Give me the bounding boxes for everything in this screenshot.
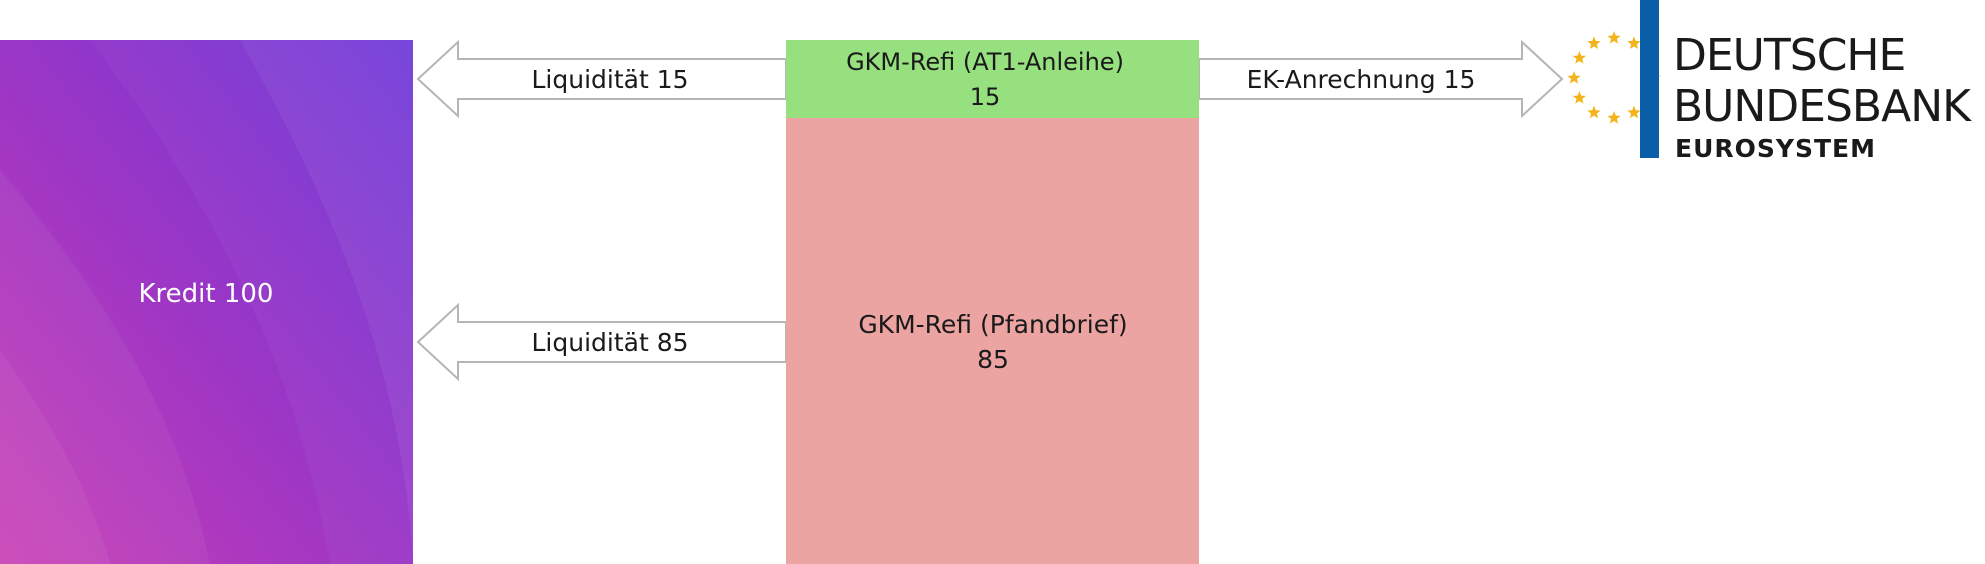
refi-at1-block: GKM-Refi (AT1-Anleihe) 15 bbox=[786, 40, 1199, 118]
credit-block-sheen bbox=[0, 40, 413, 564]
logo-name-line2: BUNDESBANK bbox=[1673, 81, 1972, 132]
credit-block-label: Kredit 100 bbox=[139, 279, 274, 309]
star-icon bbox=[1587, 105, 1601, 119]
refi-at1-fill bbox=[786, 40, 1199, 118]
refi-pfandbrief-title: GKM-Refi (Pfandbrief) bbox=[858, 310, 1127, 339]
credit-block-fill bbox=[0, 40, 413, 564]
refi-pfandbrief-block: GKM-Refi (Pfandbrief) 85 bbox=[786, 118, 1199, 564]
star-icon bbox=[1627, 36, 1641, 50]
logo-name-line1: DEUTSCHE bbox=[1673, 30, 1905, 81]
arrow-equity-credit: EK-Anrechnung 15 bbox=[1198, 39, 1564, 119]
star-icon bbox=[1607, 111, 1621, 124]
arrow-liquidity-85-label: Liquidität 85 bbox=[531, 328, 688, 357]
arrow-liquidity-85-shape bbox=[416, 302, 787, 382]
arrow-equity-credit-shape bbox=[1198, 39, 1564, 119]
credit-block: Kredit 100 bbox=[0, 40, 413, 564]
star-icon bbox=[1567, 71, 1581, 84]
arrow-liquidity-15: Liquidität 15 bbox=[416, 39, 787, 119]
bundesbank-logo: DEUTSCHE BUNDESBANK EUROSYSTEM bbox=[1567, 0, 1973, 163]
star-icon bbox=[1607, 31, 1621, 44]
logo-blue-bar bbox=[1640, 0, 1659, 158]
refi-pfandbrief-fill bbox=[786, 118, 1199, 564]
refi-at1-value: 15 bbox=[970, 83, 1001, 111]
refi-at1-title: GKM-Refi (AT1-Anleihe) bbox=[846, 48, 1124, 76]
logo-name-line3: EUROSYSTEM bbox=[1675, 134, 1876, 163]
arrow-liquidity-85: Liquidität 85 bbox=[416, 302, 787, 382]
arrow-equity-credit-label: EK-Anrechnung 15 bbox=[1247, 65, 1476, 94]
star-icon bbox=[1572, 51, 1587, 64]
refi-pfandbrief-value: 85 bbox=[977, 345, 1009, 374]
arrow-liquidity-15-shape bbox=[416, 39, 787, 119]
star-icon bbox=[1572, 91, 1587, 104]
star-icon bbox=[1587, 36, 1601, 50]
arrow-liquidity-15-label: Liquidität 15 bbox=[531, 65, 688, 94]
star-icon bbox=[1627, 105, 1641, 119]
